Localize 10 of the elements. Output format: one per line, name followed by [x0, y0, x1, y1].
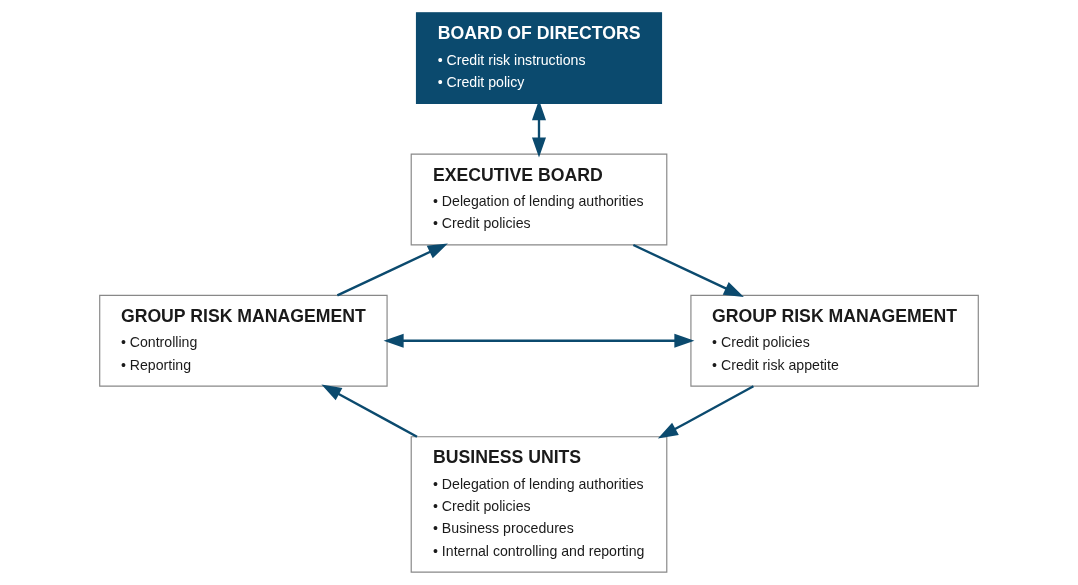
- arrow: [657, 385, 754, 439]
- node-box: BUSINESS UNITS • Delegation of lending authorities • Credit policies • Business procedures • Internal controlling and reporting: [410, 436, 668, 573]
- node-box: EXECUTIVE BOARD • Delegation of lending authorities • Credit policies: [410, 153, 668, 246]
- arrow: [632, 243, 744, 297]
- node-box: GROUP RISK MANAGEMENT • Credit policies • Credit risk appetite: [690, 294, 979, 387]
- node-box: GROUP RISK MANAGEMENT • Controlling • Reporting: [99, 294, 388, 387]
- node-box: BOARD OF DIRECTORS • Credit risk instructions • Credit policy: [415, 12, 663, 105]
- arrow: [383, 333, 695, 348]
- arrow: [321, 384, 418, 438]
- arrow: [336, 243, 448, 297]
